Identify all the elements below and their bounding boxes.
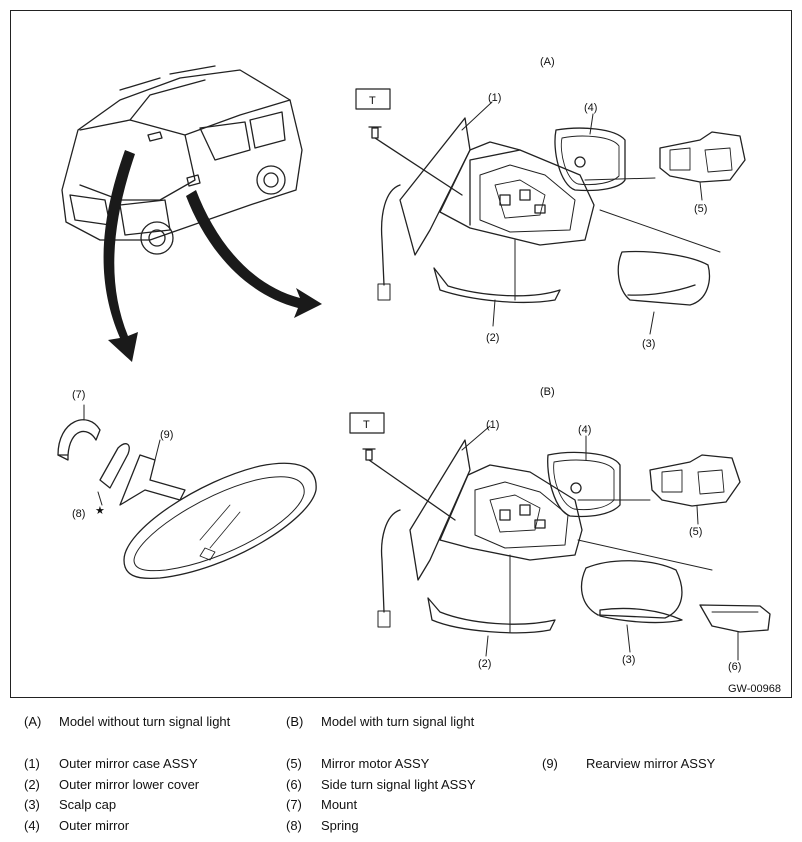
callout-b-2: (2) [478, 658, 491, 670]
legend-code: (4) [24, 818, 40, 833]
callout-arrows [103, 150, 322, 362]
legend-text: Outer mirror [59, 818, 130, 833]
legend-code: (1) [24, 756, 40, 771]
callout-a-3: (3) [642, 338, 655, 350]
legend-text: Rearview mirror ASSY [586, 756, 716, 771]
legend-text: Mount [321, 797, 358, 812]
legend-code: (6) [286, 777, 302, 792]
legend-text: Outer mirror lower cover [59, 777, 200, 792]
figure-frame [10, 10, 792, 698]
variant-b-marker: (B) [540, 386, 555, 398]
callout-b-3: (3) [622, 654, 635, 666]
callout-b-4: (4) [578, 424, 591, 436]
diagram-labels: (A) (B) T T (1) (4) (5) (2) (3) (1) (4) … [72, 56, 781, 695]
callout-rear-8: (8) [72, 508, 85, 520]
legend-variant-a: (A) Model without turn signal light [24, 714, 230, 729]
legend-text: Mirror motor ASSY [321, 756, 430, 771]
legend-variant-b: (B) Model with turn signal light [286, 714, 474, 729]
legend-code: (B) [286, 714, 304, 729]
variant-a-assembly [355, 88, 746, 335]
legend-part-7: (7) Mount [286, 797, 357, 812]
legend-text: Spring [321, 818, 359, 833]
callout-a-5: (5) [694, 203, 707, 215]
legend-part-9: (9) Rearview mirror ASSY [542, 756, 715, 771]
variant-a-marker: (A) [540, 56, 555, 68]
callout-b-5: (5) [689, 526, 702, 538]
legend-code: (7) [286, 797, 302, 812]
callout-b-1: (1) [486, 419, 499, 431]
legend-text: Scalp cap [59, 797, 117, 812]
exploded-view-diagram: (A) (B) T T (1) (4) (5) (2) (3) (1) (4) … [57, 56, 781, 695]
torque-symbol-a: T [369, 95, 376, 107]
callout-b-6: (6) [728, 661, 741, 673]
legend-text: Model without turn signal light [59, 714, 231, 729]
callout-a-2: (2) [486, 332, 499, 344]
callout-rear-9: (9) [160, 429, 173, 441]
legend-code: (3) [24, 797, 40, 812]
legend-part-3: (3) Scalp cap [24, 797, 116, 812]
legend-part-8: (8) Spring [286, 818, 359, 833]
legend-text: Model with turn signal light [321, 714, 475, 729]
legend-part-4: (4) Outer mirror [24, 818, 129, 833]
legend-part-5: (5) Mirror motor ASSY [286, 756, 429, 771]
callout-rear-7: (7) [72, 389, 85, 401]
legend-text: Side turn signal light ASSY [321, 777, 476, 792]
legend-code: (A) [24, 714, 42, 729]
legend-text: Outer mirror case ASSY [59, 756, 198, 771]
legend-part-1: (1) Outer mirror case ASSY [24, 756, 198, 771]
legend-code: (9) [542, 756, 558, 771]
legend-code: (2) [24, 777, 40, 792]
variant-b-assembly [349, 412, 771, 661]
rearview-mirror-assembly [57, 404, 317, 580]
vehicle-illustration [61, 65, 303, 255]
figure-id: GW-00968 [728, 683, 781, 695]
legend-part-6: (6) Side turn signal light ASSY [286, 777, 476, 792]
star-symbol: ★ [95, 505, 105, 517]
legend-code: (5) [286, 756, 302, 771]
legend-part-2: (2) Outer mirror lower cover [24, 777, 199, 792]
callout-a-1: (1) [488, 92, 501, 104]
torque-symbol-b: T [363, 419, 370, 431]
legend-code: (8) [286, 818, 302, 833]
callout-a-4: (4) [584, 102, 597, 114]
